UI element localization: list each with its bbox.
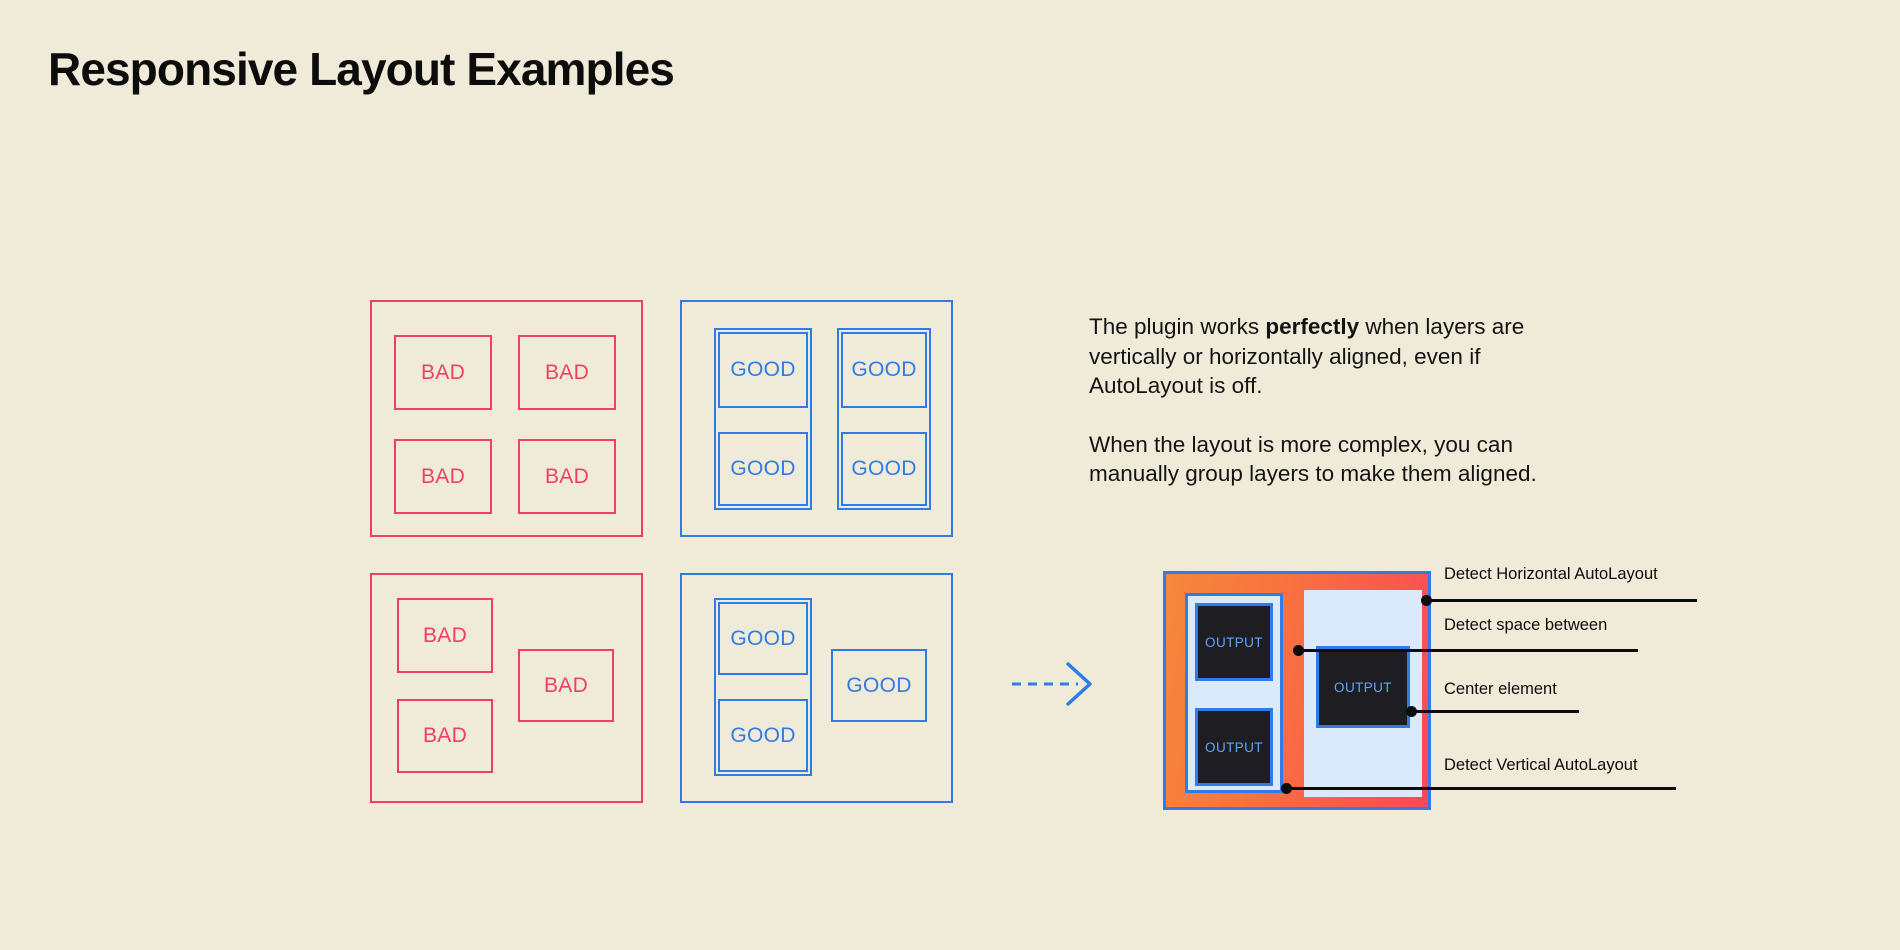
cell-label: GOOD <box>730 626 796 650</box>
paragraph-1-part-2: when layers are vertically or horizontal… <box>1089 314 1525 398</box>
cell-label: BAD <box>544 360 590 384</box>
cell-label: GOOD <box>730 723 796 747</box>
cell-good: GOOD <box>718 602 808 675</box>
description-text: The plugin works perfectly when layers a… <box>1089 312 1559 489</box>
cell-label: GOOD <box>730 358 796 381</box>
output-box: OUTPUT <box>1195 708 1273 786</box>
paragraph-1: The plugin works perfectly when layers a… <box>1089 312 1559 401</box>
callout-label: Detect Horizontal AutoLayout <box>1444 565 1658 583</box>
cell-bad: BAD <box>518 439 616 514</box>
cell-bad: BAD <box>397 699 493 773</box>
cell-bad: BAD <box>518 335 616 410</box>
output-box: OUTPUT <box>1316 646 1410 728</box>
annotated-layout-mock: OUTPUT OUTPUT OUTPUT <box>1163 571 1431 810</box>
output-label: OUTPUT <box>1205 634 1263 650</box>
cell-label: BAD <box>422 623 468 647</box>
output-label: OUTPUT <box>1205 739 1263 755</box>
example-panel-bottom-left-bad: BAD BAD BAD <box>370 573 643 803</box>
cell-label: BAD <box>420 360 466 384</box>
output-label: OUTPUT <box>1334 679 1392 695</box>
cell-label: GOOD <box>730 457 796 480</box>
cell-good: GOOD <box>831 649 927 722</box>
cell-label: GOOD <box>846 673 912 697</box>
paragraph-1-emphasis: perfectly <box>1265 314 1360 339</box>
cell-good: GOOD <box>718 332 808 408</box>
cell-good: GOOD <box>841 432 927 506</box>
page-title: Responsive Layout Examples <box>48 43 675 95</box>
cell-good: GOOD <box>718 699 808 772</box>
vertical-group-frame: OUTPUT OUTPUT <box>1185 593 1283 793</box>
cell-label: BAD <box>544 464 590 488</box>
cell-good: GOOD <box>841 332 927 408</box>
example-panel-top-right-good: GOOD GOOD GOOD GOOD <box>680 300 953 537</box>
cell-label: GOOD <box>851 457 917 480</box>
example-panel-bottom-right-good: GOOD GOOD GOOD <box>680 573 953 803</box>
callout-rule <box>1411 710 1579 713</box>
center-element-frame: OUTPUT <box>1304 590 1422 797</box>
cell-bad: BAD <box>397 598 493 673</box>
cell-label: GOOD <box>851 358 917 381</box>
cell-bad: BAD <box>394 335 492 410</box>
cell-label: BAD <box>422 724 468 747</box>
cell-label: BAD <box>543 673 589 697</box>
dashed-arrow-right-icon <box>1012 662 1102 706</box>
callout-rule <box>1426 599 1697 602</box>
cell-good: GOOD <box>718 432 808 506</box>
paragraph-1-part-1: The plugin works <box>1089 314 1266 339</box>
callout-label: Detect space between <box>1444 616 1608 634</box>
callout-rule <box>1298 649 1638 652</box>
cell-bad: BAD <box>394 439 492 514</box>
cell-bad: BAD <box>518 649 614 722</box>
callout-label: Detect Vertical AutoLayout <box>1444 756 1638 774</box>
output-box: OUTPUT <box>1195 603 1273 681</box>
callout-label: Center element <box>1444 680 1557 698</box>
example-panel-top-left-bad: BAD BAD BAD BAD <box>370 300 643 537</box>
paragraph-2: When the layout is more complex, you can… <box>1089 431 1537 487</box>
cell-label: BAD <box>420 464 466 488</box>
callout-rule <box>1286 787 1676 790</box>
